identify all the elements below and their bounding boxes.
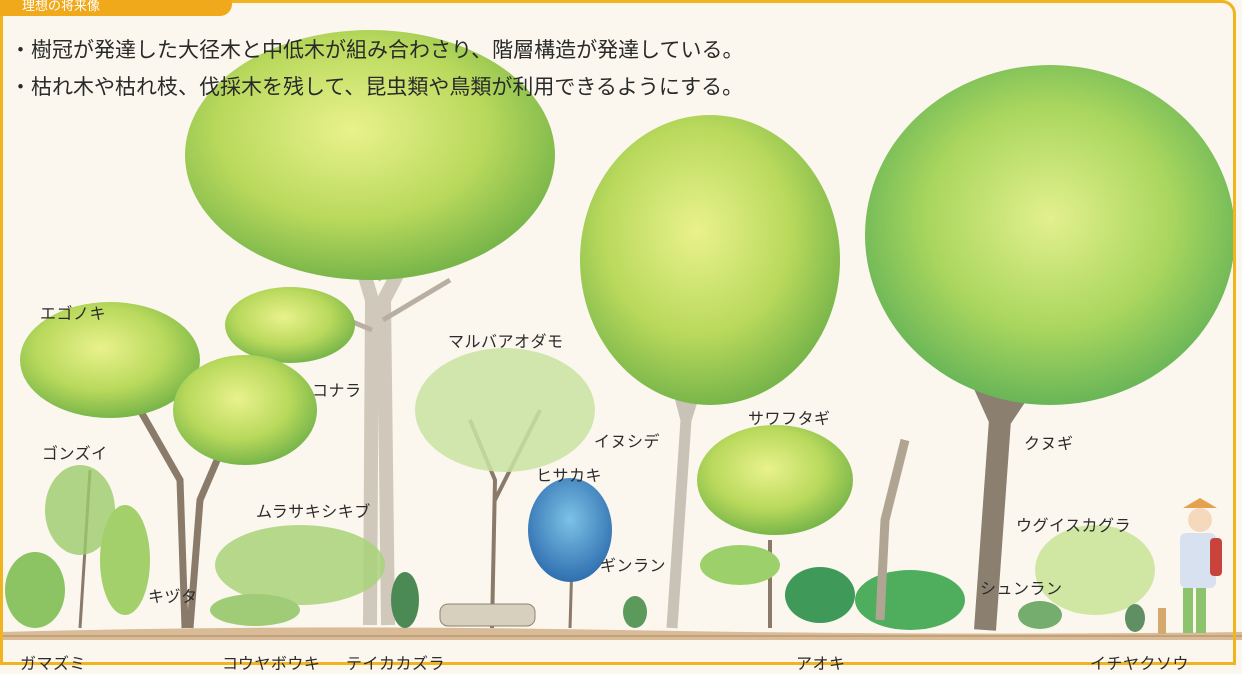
tree-kunugi xyxy=(865,65,1235,631)
label-gamazumi: ガマズミ xyxy=(20,654,87,673)
tree-konara xyxy=(185,30,555,626)
herbs xyxy=(391,572,1166,634)
shrub-aoki xyxy=(785,438,965,630)
description-bullets: ・樹冠が発達した大径木と中低木が組み合わさり、階層構造が発達している。 ・枯れ木… xyxy=(10,32,744,106)
label-inushide: イヌシデ xyxy=(594,432,661,451)
tree-egonoki xyxy=(20,302,317,629)
label-ichiyakusou: イチヤクソウ xyxy=(1090,654,1190,673)
label-kunugi: クヌギ xyxy=(1024,434,1074,453)
label-shunran: シュンラン xyxy=(980,579,1063,598)
shrub-gonzui xyxy=(5,465,150,629)
shrub-uguisukagura xyxy=(1035,525,1155,615)
label-marubaaodamo: マルバアオダモ xyxy=(448,332,564,351)
label-ginran: ギンラン xyxy=(600,556,667,575)
label-gonzui: ゴンズイ xyxy=(42,444,108,463)
label-hisakaki: ヒサカキ xyxy=(536,466,603,485)
ground xyxy=(0,627,1242,671)
tree-inushide xyxy=(580,115,840,629)
label-teikakazura: テイカカズラ xyxy=(346,654,446,673)
tree-marubaaodamo xyxy=(415,348,595,629)
bullet-deadwood: ・枯れ木や枯れ枝、伐採木を残して、昆虫類や鳥類が利用できるようにする。 xyxy=(10,75,744,99)
person-illustration xyxy=(1180,498,1222,633)
label-sawafutagi: サワフタギ xyxy=(748,409,831,428)
label-egonoki: エゴノキ xyxy=(40,304,107,323)
shrub-murasakishikibu xyxy=(210,525,385,626)
header-title: 理想の将来像 xyxy=(22,0,101,14)
label-uguisukagura: ウグイスカグラ xyxy=(1016,516,1132,535)
header-tab: 理想の将来像 xyxy=(0,0,232,16)
label-kizuta: キヅタ xyxy=(148,587,198,606)
bullet-canopy: ・樹冠が発達した大径木と中低木が組み合わさり、階層構造が発達している。 xyxy=(10,38,744,62)
label-konara: コナラ xyxy=(312,381,362,400)
shrub-hisakaki xyxy=(528,478,612,629)
label-aoki: アオキ xyxy=(796,654,846,673)
shrub-sawafutagi xyxy=(697,425,853,628)
label-kouyabouki: コウヤボウキ xyxy=(222,654,321,673)
label-murasakishikibu: ムラサキシキブ xyxy=(256,502,371,521)
